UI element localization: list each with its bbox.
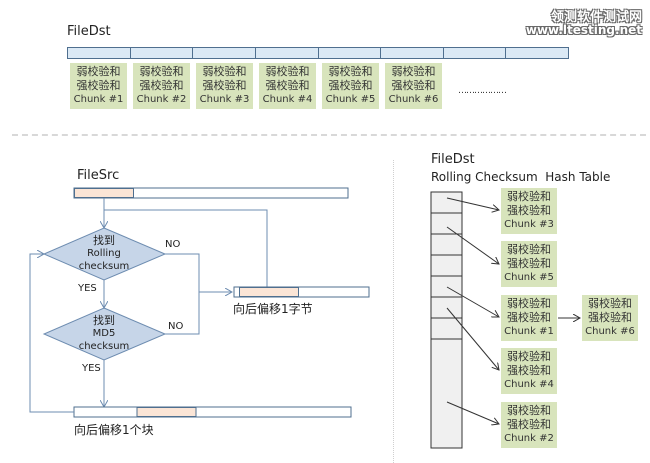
filedst-segment (256, 48, 319, 58)
chunk-weak-label: 弱校验和 (391, 65, 436, 78)
chunk-strong-label: 强校验和 (507, 204, 551, 217)
hash-arrow-chunk4 (446, 307, 499, 370)
filedst-segment (444, 48, 507, 58)
chunk-id: Chunk #2 (504, 433, 554, 444)
top-filedst-title: FileDst (67, 24, 111, 39)
hash-arrow-chunk1 (446, 286, 499, 317)
chunk-strong-label: 强校验和 (588, 311, 632, 324)
hash-table-title: Rolling Checksum Hash Table (431, 170, 611, 184)
chunk-strong-label: 强校验和 (265, 79, 310, 92)
filedst-segment (381, 48, 444, 58)
chunk-strong-label: 强校验和 (507, 257, 551, 270)
chunk-strong-label: 强校验和 (202, 79, 247, 92)
shift-byte-caption: 向后偏移1字节 (233, 302, 313, 316)
hash-chunk-3: 弱校验和 强校验和 Chunk #3 (501, 188, 557, 234)
chunk-id: Chunk #1 (504, 326, 554, 337)
vertical-separator (393, 160, 394, 463)
decision2-line1: 找到 (93, 314, 115, 327)
chunk-id: Chunk #2 (136, 94, 187, 105)
chunk-strong-label: 强校验和 (507, 364, 551, 377)
shift-block-window (136, 407, 197, 417)
chunk-id: Chunk #3 (199, 94, 250, 105)
flow-line-no (165, 253, 200, 335)
flow-line-loop-block (29, 254, 74, 413)
chunk-strong-label: 强校验和 (139, 79, 184, 92)
yes-label-2: YES (82, 363, 101, 374)
watermark-url: www.ltesting.net (525, 23, 642, 37)
chunk-id: Chunk #5 (504, 272, 554, 283)
hash-chunk-6: 弱校验和 强校验和 Chunk #6 (582, 295, 638, 341)
chunk-id: Chunk #6 (585, 326, 635, 337)
shift-block-caption: 向后偏移1个块 (74, 423, 154, 437)
top-chunk-6: 弱校验和 强校验和 Chunk #6 (385, 63, 442, 109)
shift-block-bar (73, 406, 352, 418)
flow-line-loop-back (104, 209, 268, 290)
top-chunk-5: 弱校验和 强校验和 Chunk #5 (322, 63, 379, 109)
filesrc-window (74, 188, 134, 198)
chunk-weak-label: 弱校验和 (588, 297, 632, 310)
decision1-line3: checksum (78, 261, 130, 272)
hash-arrow-chunk5 (446, 226, 499, 264)
decision2-line2: MD5 (92, 328, 116, 339)
hash-arrow-chunk2 (446, 401, 499, 424)
chunk-weak-label: 弱校验和 (202, 65, 247, 78)
filedst-segment (319, 48, 382, 58)
filesrc-title: FileSrc (77, 168, 120, 183)
chunk-weak-label: 弱校验和 (507, 297, 551, 310)
chunk-id: Chunk #5 (325, 94, 376, 105)
chunk-weak-label: 弱校验和 (507, 190, 551, 203)
hash-chunk-4: 弱校验和 强校验和 Chunk #4 (501, 348, 557, 394)
filesrc-bar (73, 187, 349, 199)
top-chunk-4: 弱校验和 强校验和 Chunk #4 (259, 63, 316, 109)
chunk-weak-label: 弱校验和 (507, 350, 551, 363)
filedst-segment (193, 48, 256, 58)
filedst-bar (67, 47, 569, 59)
chunk-strong-label: 强校验和 (391, 79, 436, 92)
chunk-strong-label: 强校验和 (76, 79, 121, 92)
chunk-weak-label: 弱校验和 (265, 65, 310, 78)
chunk-weak-label: 弱校验和 (139, 65, 184, 78)
hash-chunk-2: 弱校验和 强校验和 Chunk #2 (501, 402, 557, 448)
watermark-title: 领测软件测试网 (550, 10, 642, 25)
decision1-line1: 找到 (93, 234, 115, 247)
chunk-id: Chunk #4 (504, 379, 554, 390)
no-label-2: NO (168, 321, 184, 332)
shift-byte-window (239, 287, 299, 297)
chunk-strong-label: 强校验和 (507, 418, 551, 431)
top-chunk-1: 弱校验和 强校验和 Chunk #1 (70, 63, 127, 109)
filedst-segment (68, 48, 131, 58)
filedst-segment (131, 48, 194, 58)
hash-chunk-5: 弱校验和 强校验和 Chunk #5 (501, 241, 557, 287)
chunk-weak-label: 弱校验和 (507, 404, 551, 417)
chunk-id: Chunk #4 (262, 94, 313, 105)
horizontal-separator (12, 134, 646, 136)
yes-label-1: YES (78, 283, 97, 294)
top-chunk-3: 弱校验和 强校验和 Chunk #3 (196, 63, 253, 109)
hash-chunk-1: 弱校验和 强校验和 Chunk #1 (501, 295, 557, 341)
hash-arrow-chunk3 (446, 197, 499, 210)
chunk-id: Chunk #1 (73, 94, 124, 105)
chunk-strong-label: 强校验和 (328, 79, 373, 92)
chunk-weak-label: 弱校验和 (328, 65, 373, 78)
decision2-line3: checksum (78, 341, 130, 352)
decision2-text: 找到 MD5 checksum (74, 314, 134, 353)
top-chunk-2: 弱校验和 强校验和 Chunk #2 (133, 63, 190, 109)
no-label-1: NO (165, 239, 181, 250)
chunk-weak-label: 弱校验和 (76, 65, 121, 78)
decision1-line2: Rolling (87, 248, 121, 259)
hash-filedst-title: FileDst (431, 152, 475, 167)
chunk-weak-label: 弱校验和 (507, 243, 551, 256)
more-chunks-ellipsis: ……………… (458, 86, 507, 96)
chunk-id: Chunk #3 (504, 219, 554, 230)
chunk-strong-label: 强校验和 (507, 311, 551, 324)
shift-byte-bar (233, 286, 370, 298)
decision1-text: 找到 Rolling checksum (74, 234, 134, 273)
chunk-id: Chunk #6 (388, 94, 439, 105)
